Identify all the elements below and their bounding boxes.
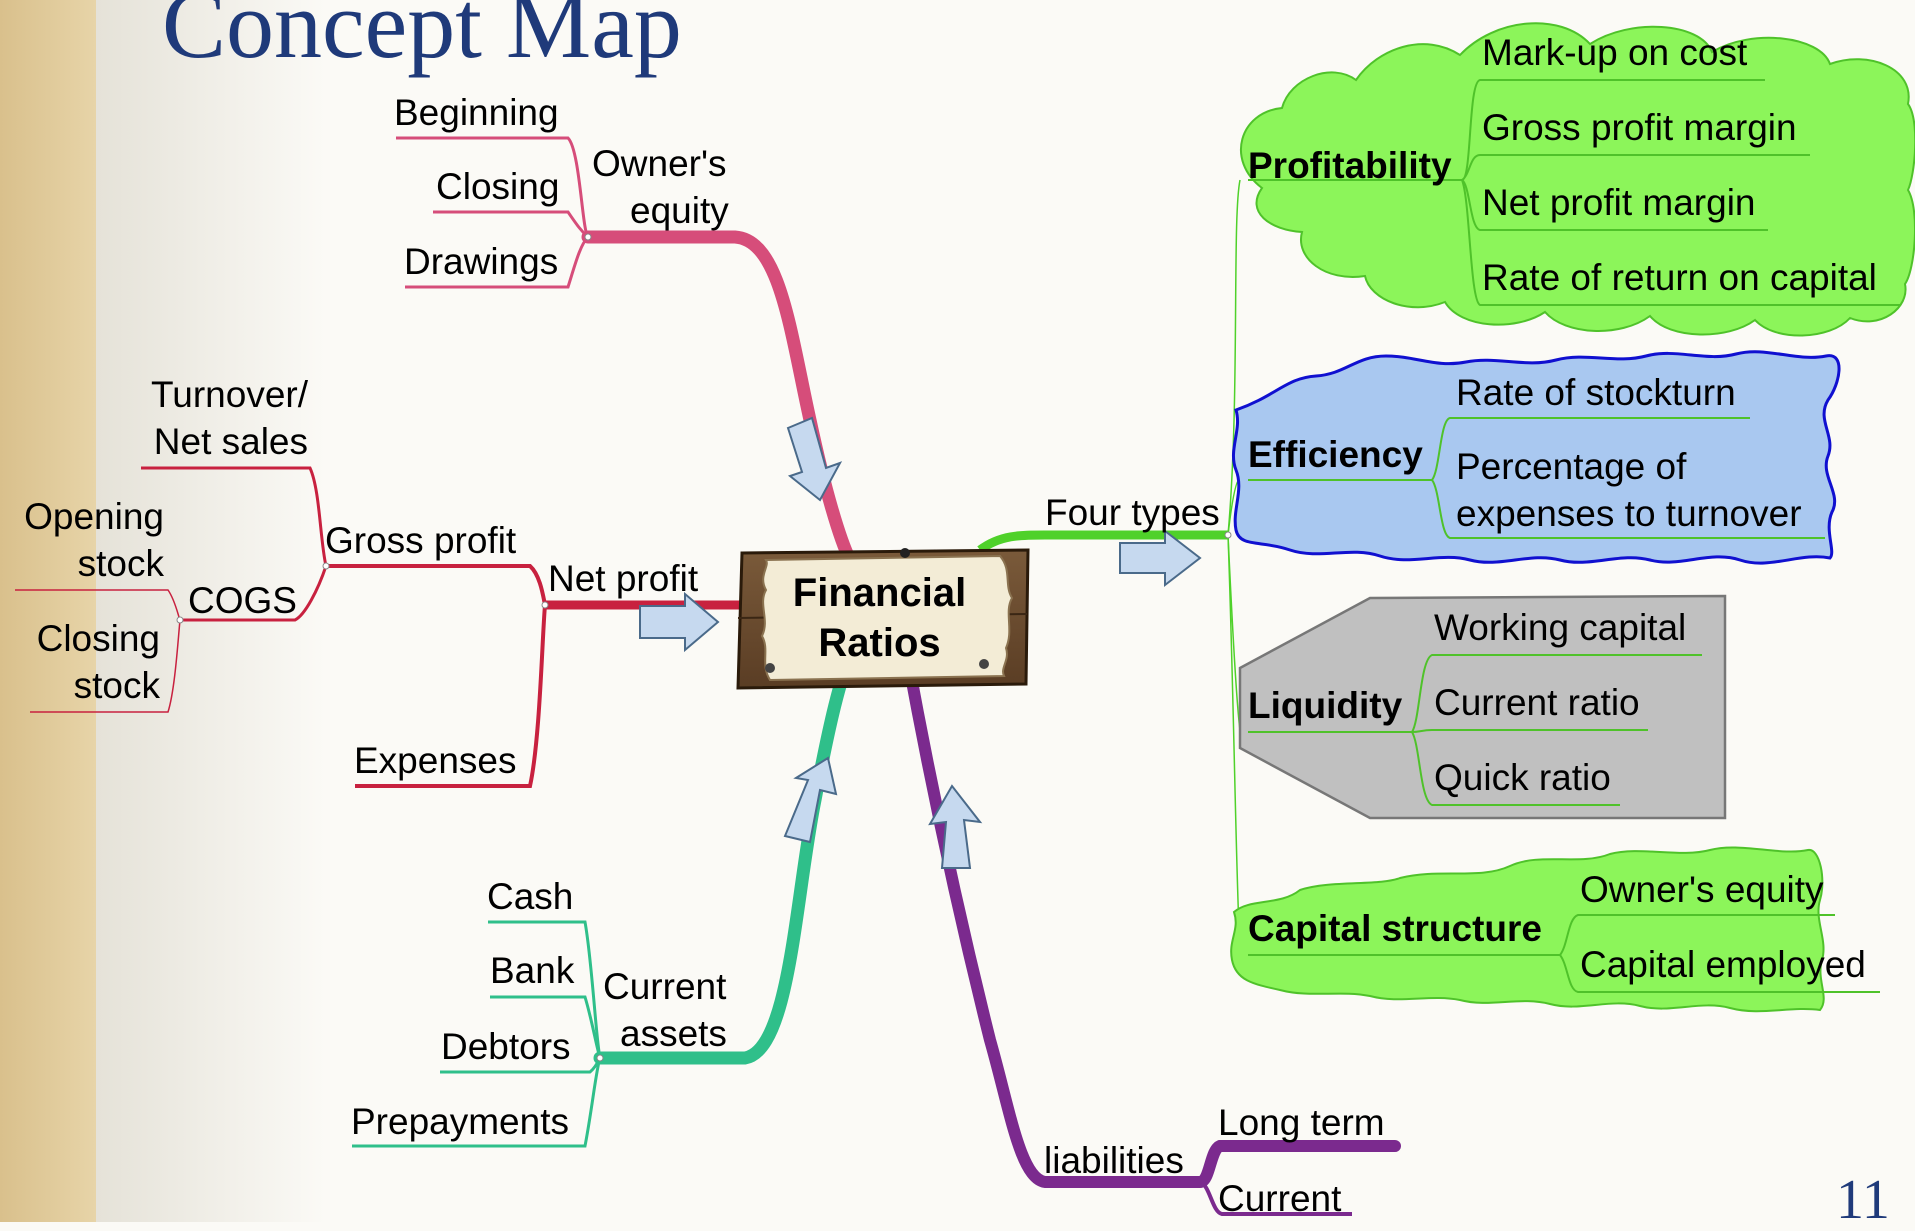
block-arrows (639, 416, 1202, 869)
center-topic-line2: Ratios (818, 621, 941, 665)
connector-dots (176, 233, 1232, 1062)
efficiency-lines (1248, 417, 1825, 539)
profitability-title: Profitability (1248, 145, 1452, 186)
liabilities-item-current: Current (1218, 1178, 1342, 1219)
capital-structure-cloud (1230, 846, 1825, 1013)
turnover-line1: Turnover/ (151, 374, 308, 415)
gross-profit-label: Gross profit (325, 520, 517, 561)
page-number: 11 (1836, 1169, 1890, 1231)
net-profit-branch (15, 466, 745, 788)
turnover-line2: Net sales (153, 421, 308, 462)
liabilities-label: liabilities (1044, 1140, 1184, 1181)
efficiency-item-expenses-line2: expenses to turnover (1456, 493, 1802, 534)
closing-stock-line1: Closing (36, 618, 160, 659)
capital-structure-title: Capital structure (1248, 908, 1543, 949)
current-assets-label-line2: assets (620, 1013, 727, 1054)
owners-equity-label-line1: Owner's (592, 143, 727, 184)
liquidity-item-working-capital: Working capital (1434, 607, 1687, 648)
opening-stock-line2: stock (77, 543, 164, 584)
four-types-label: Four types (1045, 492, 1220, 533)
current-assets-label-line1: Current (603, 966, 727, 1007)
liquidity-item-quick-ratio: Quick ratio (1434, 757, 1611, 798)
profitability-item-mark-up: Mark-up on cost (1482, 32, 1748, 73)
opening-stock-line1: Opening (24, 496, 164, 537)
efficiency-item-expenses-line1: Percentage of (1456, 446, 1687, 487)
slide-background-shade (96, 0, 326, 1222)
efficiency-title: Efficiency (1248, 434, 1423, 475)
slide-title: Concept Map (162, 0, 682, 78)
expenses-label: Expenses (354, 740, 517, 781)
capital-structure-item-owners-equity: Owner's equity (1580, 869, 1824, 910)
profitability-lines (1248, 79, 1900, 306)
liquidity-shape (1238, 594, 1727, 820)
liabilities-branch (902, 654, 1401, 1216)
textured-left-edge (0, 0, 96, 1222)
current-assets-item-cash: Cash (487, 876, 574, 917)
efficiency-item-stockturn: Rate of stockturn (1456, 372, 1736, 413)
liquidity-lines (1248, 654, 1702, 806)
profitability-item-gross-margin: Gross profit margin (1482, 107, 1797, 148)
current-assets-item-bank: Bank (490, 950, 575, 991)
capital-structure-lines (1248, 914, 1880, 993)
current-assets-item-prepayments: Prepayments (351, 1101, 569, 1142)
capital-structure-item-capital-employed: Capital employed (1580, 944, 1866, 985)
net-profit-label: Net profit (548, 558, 699, 599)
center-topic-line1: Financial (792, 571, 967, 615)
liabilities-item-long-term: Long term (1218, 1102, 1385, 1143)
profitability-item-net-margin: Net profit margin (1482, 182, 1756, 223)
owners-equity-item-drawings: Drawings (404, 241, 559, 282)
cogs-label: COGS (188, 580, 297, 621)
efficiency-cloud (1231, 350, 1841, 565)
center-topic: Financial Ratios (752, 568, 1007, 668)
current-assets-item-debtors: Debtors (441, 1026, 571, 1067)
financial-ratios-sign (736, 548, 1030, 690)
closing-stock-line2: stock (73, 665, 160, 706)
liquidity-title: Liquidity (1248, 685, 1403, 726)
current-assets-branch (352, 643, 859, 1148)
liquidity-item-current-ratio: Current ratio (1434, 682, 1640, 723)
owners-equity-item-closing: Closing (436, 166, 560, 207)
profitability-cloud (1240, 22, 1915, 337)
owners-equity-label-line2: equity (630, 190, 729, 231)
profitability-item-return-on-capital: Rate of return on capital (1482, 257, 1877, 298)
owners-equity-item-beginning: Beginning (394, 92, 559, 133)
